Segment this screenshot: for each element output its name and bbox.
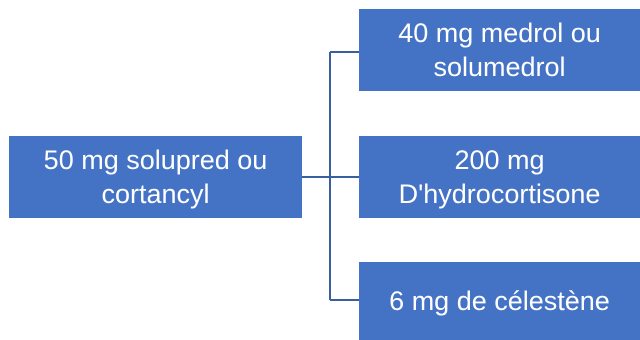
target-box-medrol-line-2: solumedrol [433,52,566,82]
target-box-hydrocortisone-line-2: D'hydrocortisone [398,179,601,209]
target-box-medrol-line-1: 40 mg medrol ou [398,18,601,48]
source-box-line-1: 50 mg solupred ou [43,145,268,175]
target-box-celestene-line-1: 6 mg de célestène [389,286,610,316]
target-box-hydrocortisone: 200 mg D'hydrocortisone [359,136,640,218]
target-box-medrol: 40 mg medrol ou solumedrol [359,9,640,91]
source-box: 50 mg solupred ou cortancyl [9,136,302,218]
target-box-hydrocortisone-line-1: 200 mg [454,145,545,175]
target-box-celestene: 6 mg de célestène [359,262,640,340]
source-box-line-2: cortancyl [101,179,210,209]
